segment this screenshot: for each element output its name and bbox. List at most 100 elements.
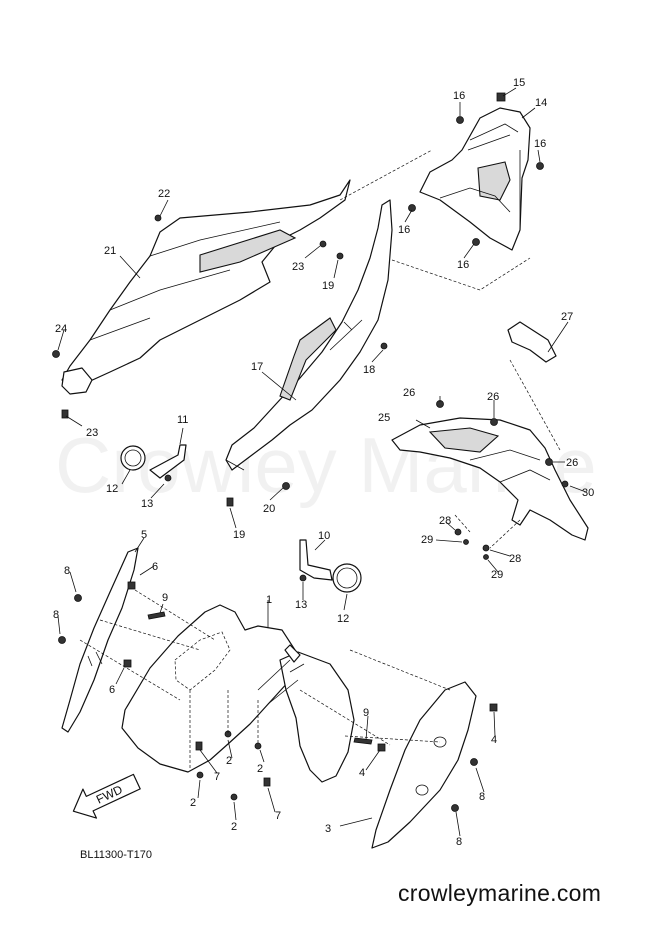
part-12-reflector-left: [120, 445, 146, 471]
callout-1: 1: [266, 594, 272, 606]
part-2-screw: [230, 793, 238, 801]
fasteners: [52, 92, 569, 812]
part-8-screw: [74, 594, 82, 602]
callout-8: 8: [479, 791, 485, 803]
part-16-screw: [408, 204, 416, 212]
callouts: 1 2 2 2 2 3 4 4 5 6 6 7 7 8 8 8 8 9 9 10…: [53, 77, 594, 848]
part-2-screw: [254, 742, 262, 750]
part-13-nut: [164, 474, 172, 482]
part-25-rear-fender: [391, 321, 589, 541]
callout-2: 2: [231, 821, 237, 833]
callout-12: 12: [106, 483, 118, 495]
part-10-bracket: [299, 539, 333, 581]
callout-19: 19: [322, 280, 334, 292]
part-18-screw: [380, 342, 388, 350]
callout-16: 16: [398, 224, 410, 236]
callout-27: 27: [561, 311, 573, 323]
part-13-nut: [299, 574, 307, 582]
callout-12: 12: [337, 613, 349, 625]
part-1-front-fender: [121, 604, 355, 783]
callout-28: 28: [439, 515, 451, 527]
callout-26: 26: [566, 457, 578, 469]
part-9-bolt: [353, 737, 373, 745]
callout-10: 10: [318, 530, 330, 542]
part-14-front-cowl: [419, 107, 531, 251]
callout-9: 9: [363, 707, 369, 719]
part-23-grommet: [319, 240, 327, 248]
callout-15: 15: [513, 77, 525, 89]
part-4-nut: [489, 703, 498, 712]
callout-26: 26: [403, 387, 415, 399]
callout-14: 14: [535, 97, 547, 109]
part-2-screw: [196, 771, 204, 779]
part-17-side-panel: [225, 199, 393, 471]
part-20-screw: [282, 482, 290, 490]
callout-6: 6: [109, 684, 115, 696]
part-19-nut: [336, 252, 344, 260]
callout-2: 2: [257, 763, 263, 775]
part-26-screw: [490, 418, 498, 426]
callout-21: 21: [104, 245, 116, 257]
part-29-washer: [463, 539, 469, 545]
part-30-nut: [561, 480, 569, 488]
callout-29: 29: [491, 569, 503, 581]
callout-16: 16: [453, 90, 465, 102]
part-16-screw: [472, 238, 480, 246]
part-23-clip: [61, 409, 69, 419]
fwd-arrow: FWD: [72, 773, 141, 819]
part-29-washer: [483, 554, 489, 560]
callout-29: 29: [421, 534, 433, 546]
callout-3: 3: [325, 823, 331, 835]
callout-19: 19: [233, 529, 245, 541]
part-4-nut: [377, 743, 386, 752]
leader-lines: [57, 87, 587, 837]
part-8-screw: [58, 636, 66, 644]
callout-8: 8: [456, 836, 462, 848]
assembly-lines: [79, 149, 561, 770]
part-5-left-cover: [61, 547, 139, 733]
callout-11: 11: [177, 414, 188, 426]
callout-23: 23: [292, 261, 304, 273]
callout-16: 16: [534, 138, 546, 150]
callout-13: 13: [141, 498, 153, 510]
part-24-screw: [52, 350, 60, 358]
callout-18: 18: [363, 364, 375, 376]
part-8-screw: [451, 804, 459, 812]
part-16-screw: [456, 116, 464, 124]
part-16-screw: [536, 162, 544, 170]
callout-8: 8: [53, 609, 59, 621]
part-21-side-cover: [61, 179, 351, 395]
callout-17: 17: [251, 361, 263, 373]
part-28-collar: [454, 528, 462, 536]
callout-7: 7: [214, 771, 220, 783]
part-6-nut: [127, 581, 136, 590]
callout-2: 2: [190, 797, 196, 809]
part-8-screw: [470, 758, 478, 766]
callout-7: 7: [275, 810, 281, 822]
callout-6: 6: [152, 561, 158, 573]
part-12-reflector-right: [332, 563, 362, 593]
part-6-nut: [123, 659, 132, 668]
part-22-screw: [154, 214, 162, 222]
callout-2: 2: [226, 755, 232, 767]
part-15-nut: [496, 92, 506, 102]
callout-25: 25: [378, 412, 390, 424]
part-3-right-cover: [371, 681, 477, 849]
callout-5: 5: [141, 529, 147, 541]
callout-22: 22: [158, 188, 170, 200]
callout-20: 20: [263, 503, 275, 515]
callout-8: 8: [64, 565, 70, 577]
part-28-collar: [482, 544, 490, 552]
part-7-clip: [263, 777, 271, 787]
brand-url[interactable]: crowleymarine.com: [398, 880, 602, 906]
part-7-clip: [195, 741, 203, 751]
callout-16: 16: [457, 259, 469, 271]
callout-4: 4: [491, 734, 497, 746]
callout-4: 4: [359, 767, 365, 779]
callout-23: 23: [86, 427, 98, 439]
callout-30: 30: [582, 487, 594, 499]
callout-26: 26: [487, 391, 499, 403]
part-26-screw: [545, 458, 553, 466]
diagram-code: BL11300-T170: [80, 849, 152, 861]
